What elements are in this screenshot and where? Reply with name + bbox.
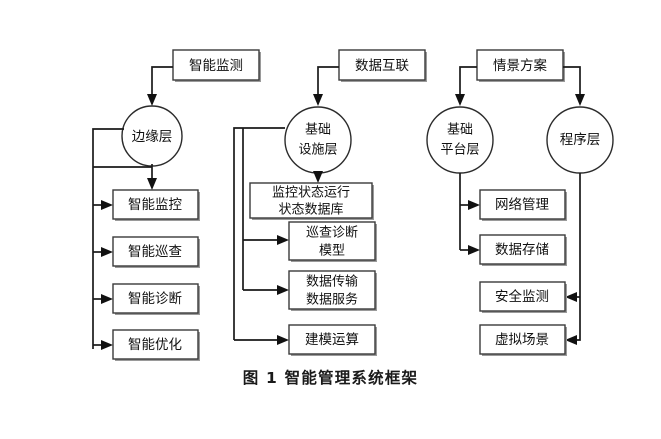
node-smart-inspect: 智能巡查 [112,236,200,268]
node-data-transfer-service: 数据传输 数据服务 [288,270,377,311]
node-label: 智能诊断 [128,291,182,307]
arrowhead-platform-top [455,94,465,106]
arrowhead-smart-monitor [101,200,113,210]
node-security-monitoring: 安全监测 [479,281,567,313]
arrowhead-security-monitor [565,292,577,302]
node-label: 智能优化 [128,337,182,353]
connector-bus-to-virtual-scene [575,297,581,341]
node-label: 情景方案 [493,57,547,74]
arrowhead-smart-diagnose [101,294,113,304]
connector-scenario-to-platform [459,66,477,98]
node-label-line2: 状态数据库 [278,202,343,218]
node-smart-optimize: 智能优化 [112,329,200,361]
connector-scenario-to-program [563,66,581,98]
node-hub-infrastructure-layer: 基础 设施层 [284,106,352,174]
connector-monitoring-to-edge [151,66,173,98]
node-hub-platform-layer: 基础 平台层 [426,106,494,174]
node-label: 程序层 [560,132,601,148]
arrowhead-data-transfer [277,285,289,295]
node-label: 数据存储 [495,242,549,258]
node-virtual-scene: 虚拟场景 [479,324,567,356]
node-source-data-interconnect: 数据互联 [338,49,427,82]
node-label-line2: 数据服务 [306,292,358,308]
arrowhead-network-mgmt [468,200,480,210]
node-smart-monitor: 智能监控 [112,189,200,221]
arrowhead-smart-inspect [101,247,113,257]
node-smart-diagnose: 智能诊断 [112,283,200,315]
connector-interconnect-to-infra [317,66,339,98]
node-label-line2: 平台层 [440,143,479,158]
node-hub-edge-layer: 边缘层 [121,105,183,167]
node-label: 数据互联 [355,58,409,74]
arrowhead-virtual-scene [565,335,577,345]
node-label: 虚拟场景 [495,332,549,348]
node-label-line1: 基础 [305,123,331,138]
node-label-line2: 设施层 [298,143,337,158]
node-monitoring-status-database: 监控状态运行 状态数据库 [249,182,374,220]
node-label-line1: 基础 [447,123,473,138]
node-label: 智能监测 [189,58,243,74]
arrowhead-db-top [313,171,323,183]
node-source-scenario-plan: 情景方案 [476,49,565,82]
figure-caption: 图 1 智能管理系统框架 [242,369,419,387]
arrowhead-infra-top [313,94,323,106]
arrowhead-smart-optimize [101,340,113,350]
arrowhead-smart-monitor-top [147,178,157,190]
arrowhead-modeling-calc [277,335,289,345]
node-label: 边缘层 [132,129,173,145]
connector-infra-bus-outer [233,127,285,340]
node-label-line1: 数据传输 [306,274,358,290]
node-source-intelligent-monitoring: 智能监测 [172,49,261,82]
node-modeling-calculation: 建模运算 [288,324,377,356]
connector-edge-bus-vertical [92,128,124,349]
node-inspection-diagnosis-model: 巡查诊断 模型 [288,221,377,262]
arrowhead-data-storage [468,245,480,255]
node-label-line2: 模型 [319,244,345,259]
arrowhead-edge-top [147,94,157,106]
node-label: 智能巡查 [128,244,182,260]
node-label: 安全监测 [495,288,549,305]
node-network-management: 网络管理 [479,189,567,221]
node-label: 建模运算 [305,332,359,348]
node-label-line1: 监控状态运行 [272,186,350,201]
node-label-line1: 巡查诊断 [306,226,358,241]
node-label: 网络管理 [495,197,549,213]
node-label: 智能监控 [128,197,182,213]
node-data-storage: 数据存储 [479,234,567,266]
node-hub-program-layer: 程序层 [546,106,614,174]
arrowhead-inspect-model [277,235,289,245]
arrowhead-program-top [575,94,585,106]
